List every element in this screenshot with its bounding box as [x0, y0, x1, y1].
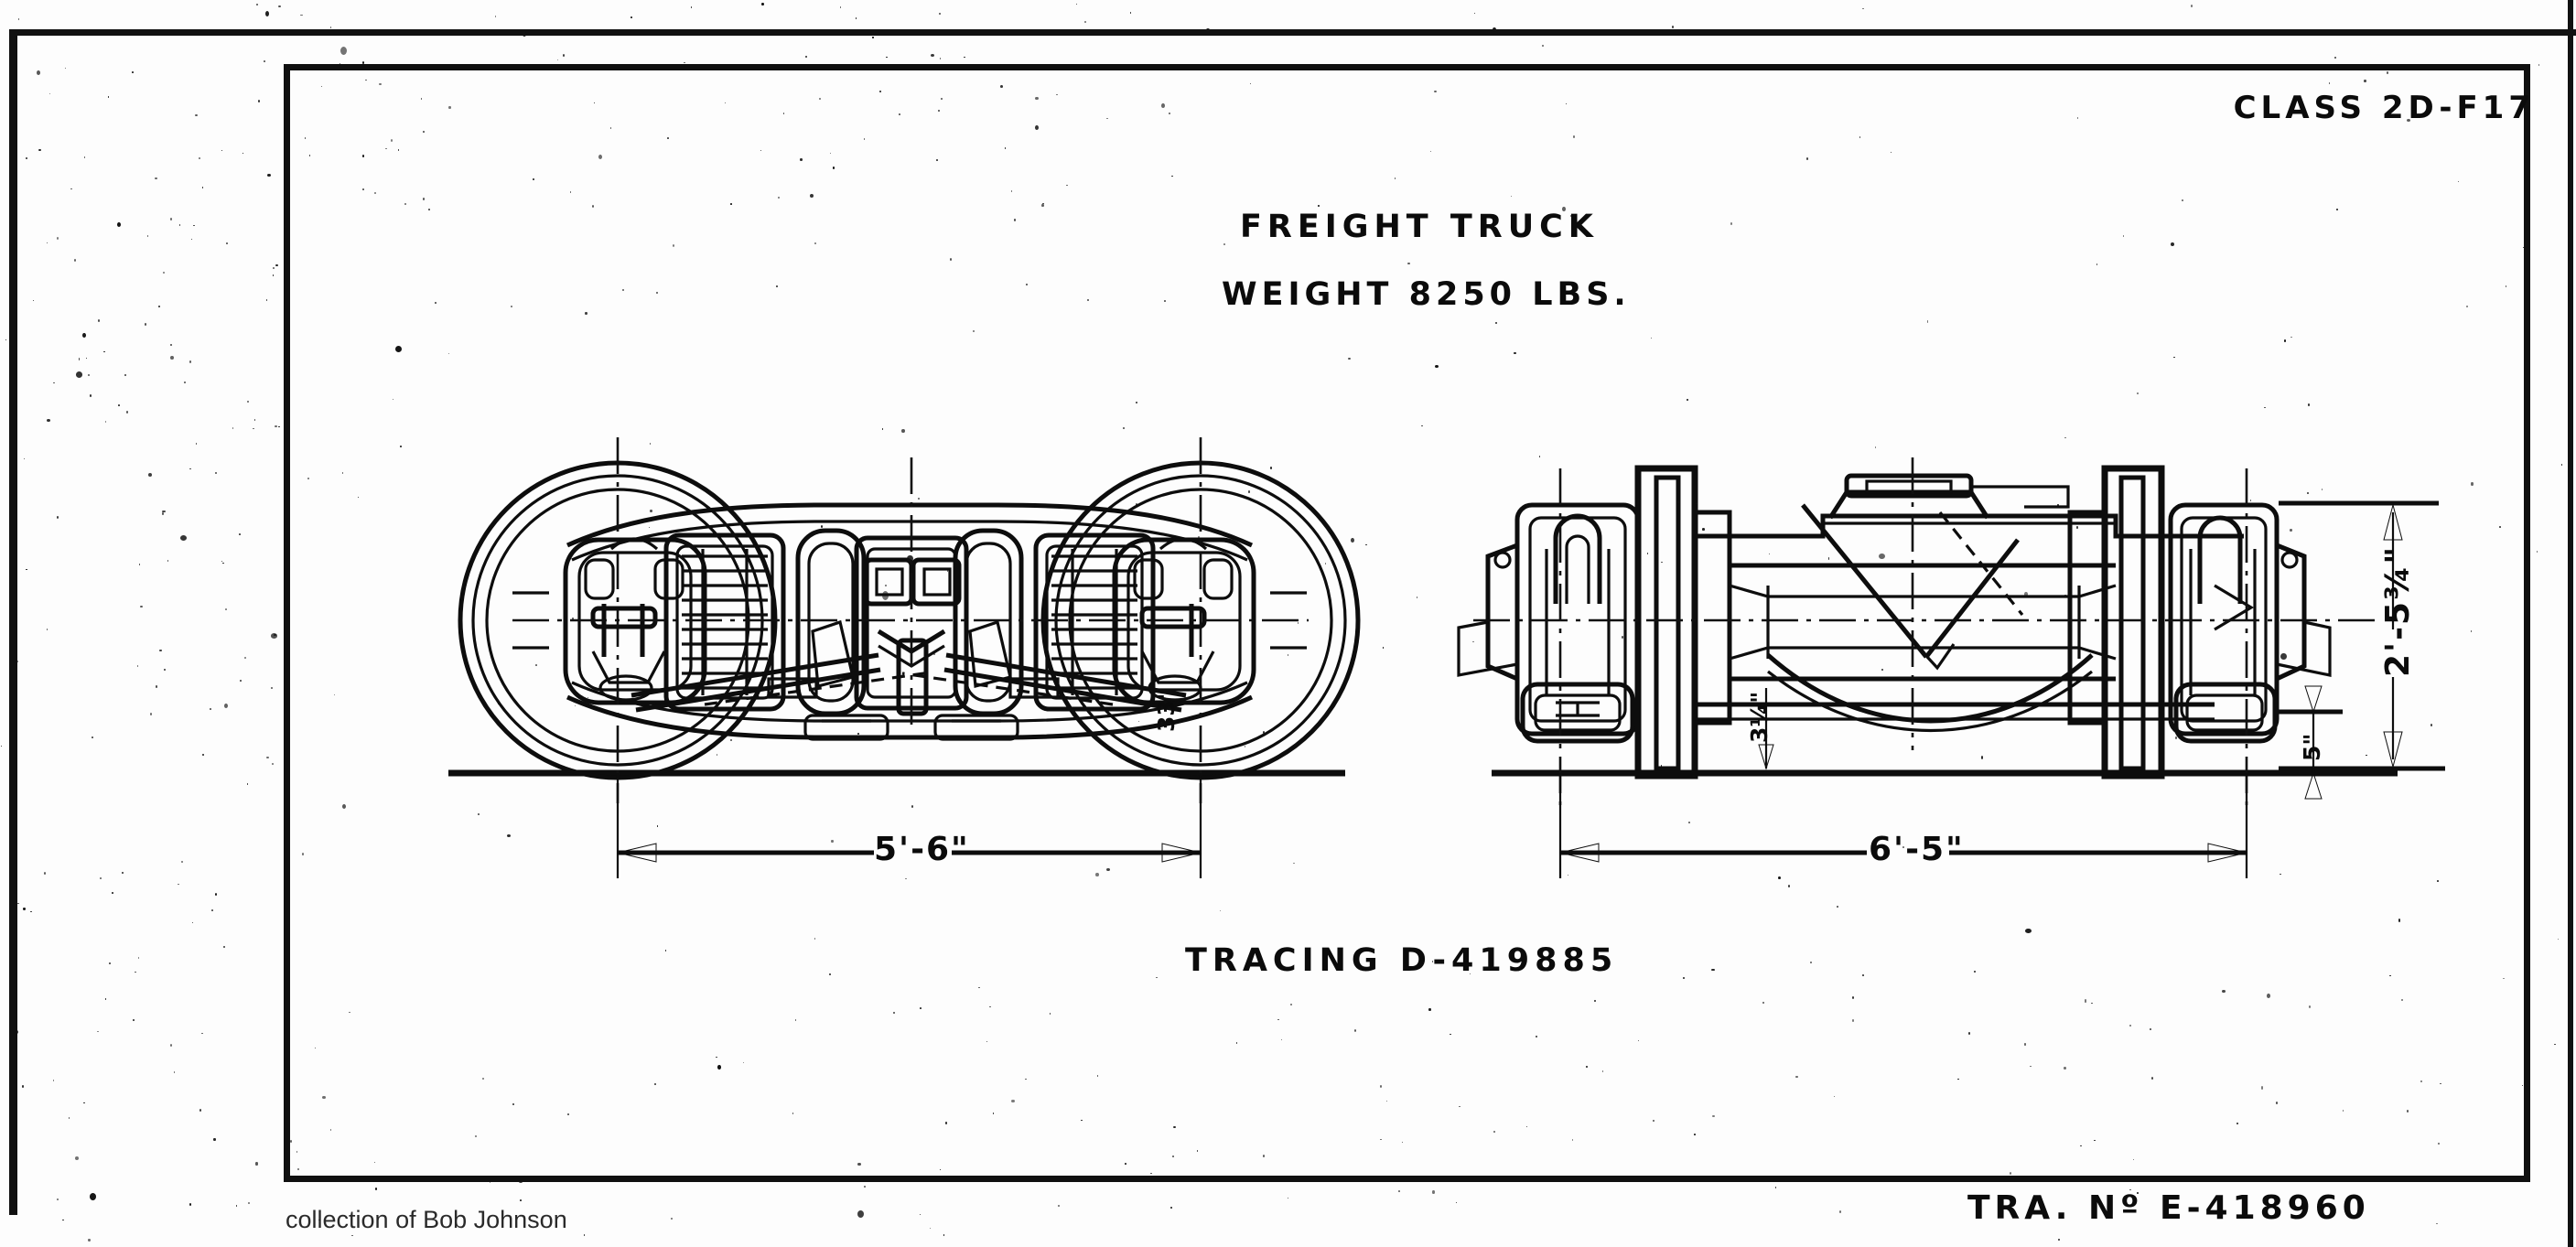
- dimension-elevation-width: 6'-5": [1869, 831, 1965, 868]
- tracing-number-footer: TRA. Nº E-418960: [1967, 1189, 2370, 1227]
- dimension-elevation-bottom: 5": [2299, 733, 2325, 761]
- note-plan-wheel: 33": [1153, 688, 1180, 732]
- note-elevation-center: 3¼": [1746, 691, 1773, 743]
- class-label: CLASS 2D-F17: [2233, 90, 2535, 126]
- page-border-left: [9, 35, 17, 1215]
- weight-label: WEIGHT 8250 LBS.: [1222, 276, 1631, 313]
- drawing-title: FREIGHT TRUCK: [1240, 209, 1599, 245]
- dimension-plan-width: 5'-6": [874, 831, 970, 868]
- page-border-right: [2568, 0, 2573, 1247]
- elevation-view-geometry: [1457, 457, 2445, 878]
- page-border-top: [9, 29, 2576, 36]
- drawing-frame: [284, 64, 2530, 1182]
- dimension-elevation-height: 2'-5¾": [2379, 544, 2417, 677]
- tracing-label: TRACING D-419885: [1185, 942, 1619, 979]
- plan-view-geometry: [448, 437, 1361, 878]
- collection-credit: collection of Bob Johnson: [286, 1206, 567, 1233]
